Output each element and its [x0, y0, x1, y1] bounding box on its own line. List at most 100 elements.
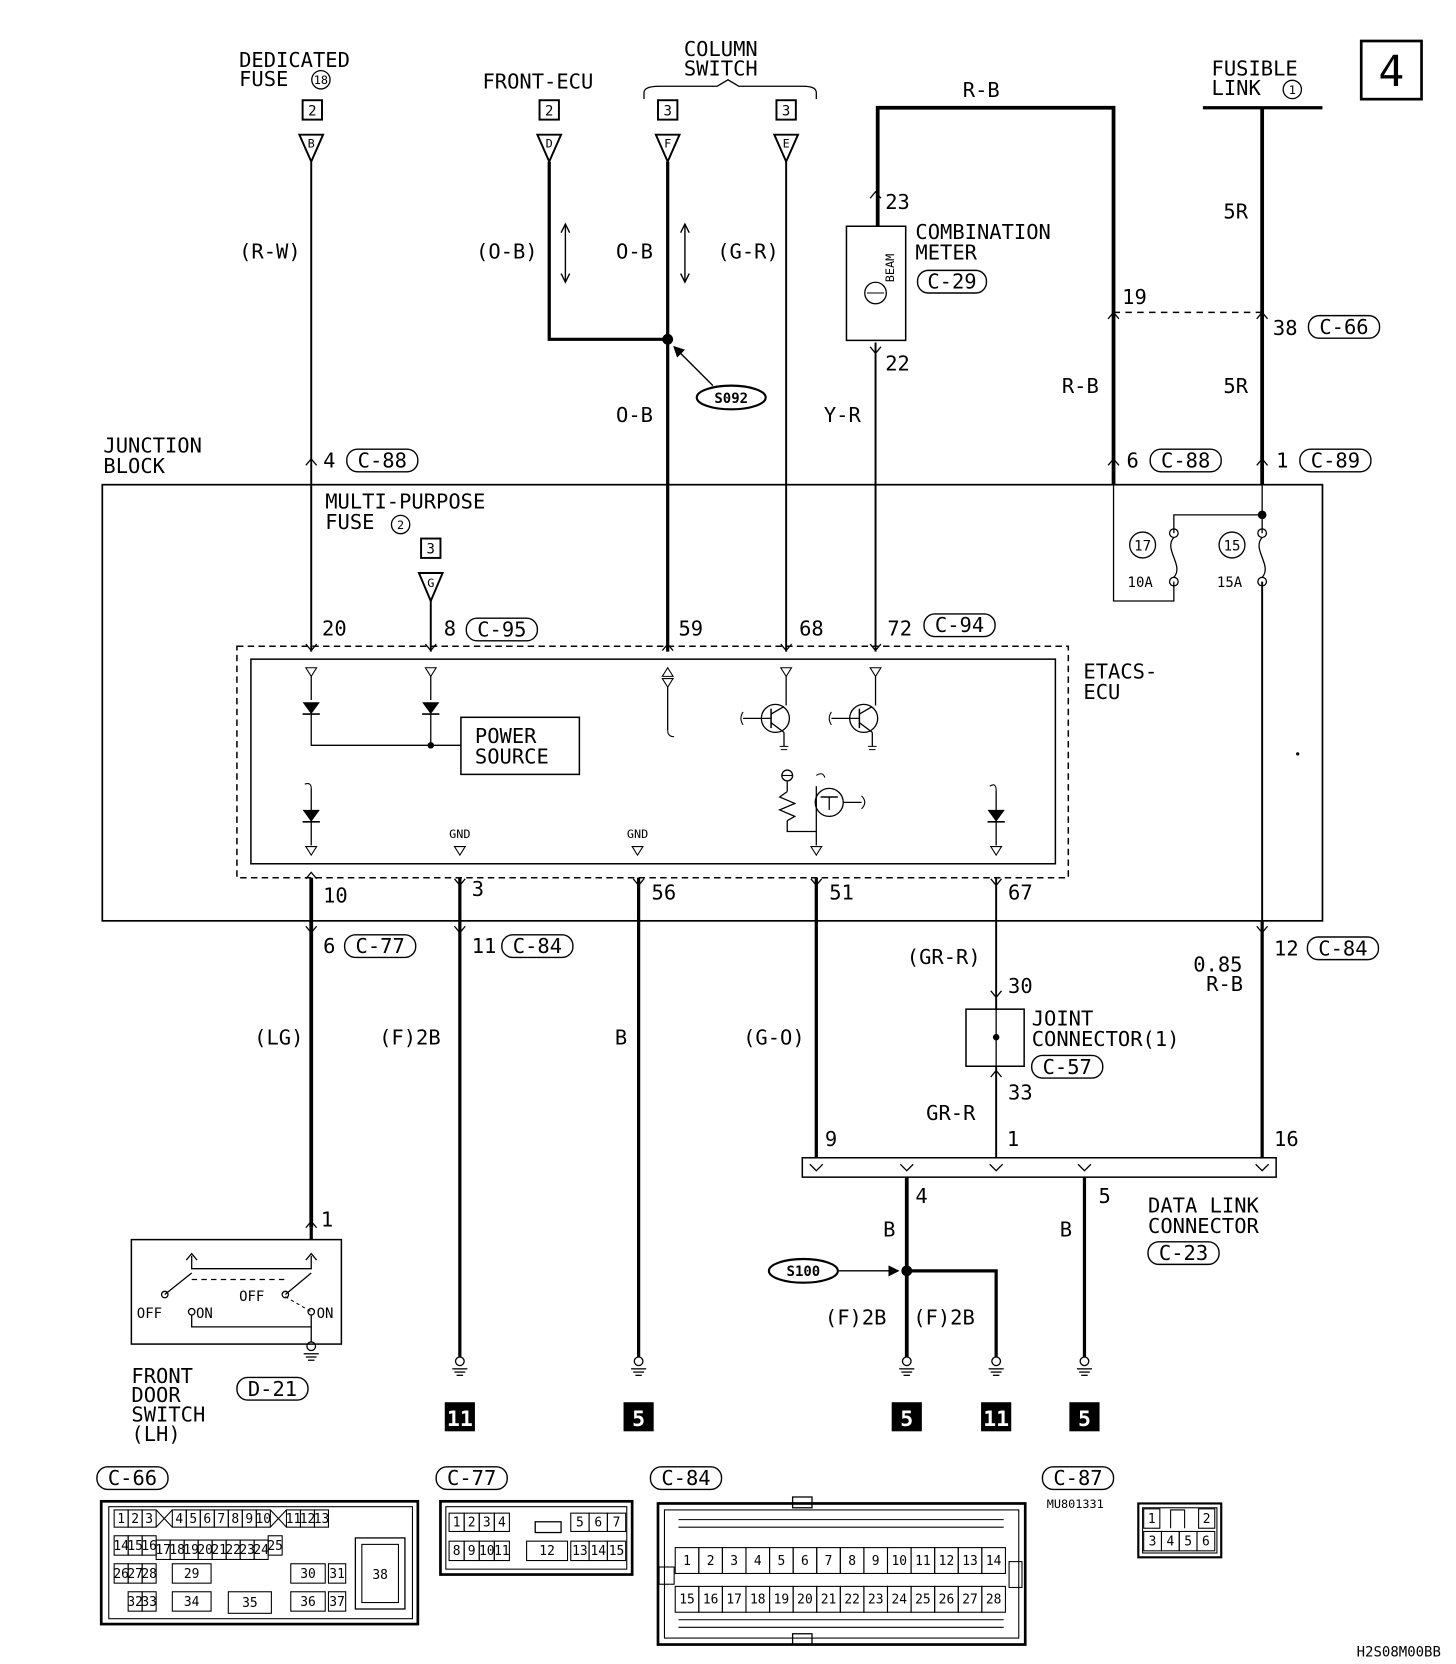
- connector-pin-number: 2: [1203, 1512, 1211, 1527]
- wire-f2b-c: (F)2B: [913, 1306, 975, 1330]
- wire-lg: (LG): [254, 1026, 303, 1050]
- junction-block: JUNCTION BLOCK MULTI-PURPOSE FUSE 2 3 G …: [101, 433, 1324, 922]
- ground-842: 5: [891, 1356, 922, 1432]
- blank-cell-cross: [155, 1509, 173, 1528]
- pin-38: 38: [1273, 316, 1298, 340]
- direction-arrows: [560, 222, 690, 284]
- splice-s100-label: S100: [787, 1264, 821, 1280]
- connector-pin-number: 17: [726, 1593, 742, 1608]
- connector-pin-number: 3: [730, 1554, 738, 1569]
- connector-cell: [327, 1591, 347, 1612]
- pin-3: 3: [472, 877, 484, 901]
- connector-pin-number: 8: [231, 1512, 239, 1527]
- ground-symbols: 11 5 5 11: [444, 1356, 1100, 1432]
- face-c87-label: C-87: [1053, 1466, 1102, 1490]
- pin-10: 10: [323, 884, 348, 908]
- splice-s092-label: S092: [714, 391, 748, 407]
- connector-pin-number: 12: [539, 1544, 555, 1559]
- connector-pin-number: 13: [314, 1512, 330, 1527]
- door-switch-label-4: (LH): [131, 1422, 180, 1446]
- pin-59: 59: [678, 616, 703, 640]
- mp-fuse-label-2: FUSE: [325, 510, 374, 534]
- face-c84-label: C-84: [661, 1466, 710, 1490]
- fuse-17: 17 10A: [1128, 528, 1179, 591]
- fusible-link-label-2: LINK: [1212, 76, 1262, 100]
- c87-key-notch: [1170, 1509, 1186, 1529]
- meter-connector: C-29: [927, 270, 976, 294]
- wire-085: 0.85: [1193, 952, 1242, 976]
- wire-f2b-b: (F)2B: [825, 1306, 887, 1330]
- connector-pin-number: 2: [131, 1512, 139, 1527]
- pin-20: 20: [322, 616, 347, 640]
- connector-pin-number: 9: [245, 1512, 253, 1527]
- connector-cell: [313, 1509, 329, 1528]
- connector-pin-number: 4: [175, 1512, 183, 1527]
- pin-9: 9: [825, 1127, 837, 1151]
- conn-d21: D-21: [248, 1377, 297, 1401]
- page-number: 4: [1378, 47, 1404, 97]
- dedicated-fuse-number: 18: [314, 73, 328, 87]
- terminal-carets: [305, 190, 1269, 1229]
- pin-16: 16: [1274, 1127, 1299, 1151]
- connector-pin-number: 10: [256, 1512, 272, 1527]
- fusible-link-source: FUSIBLE LINK 1: [1202, 56, 1323, 110]
- connector-pin-number: 27: [962, 1593, 978, 1608]
- switch-off-a: OFF: [137, 1306, 162, 1322]
- column-switch-terminal-f: F: [664, 137, 671, 151]
- meter-beam-label: BEAM: [883, 254, 897, 283]
- wires: [309, 105, 1265, 1357]
- fuse-17-rating: 10A: [1128, 575, 1154, 591]
- connector-pin-number: 25: [267, 1539, 283, 1554]
- connector-cell: [493, 1512, 510, 1532]
- connector-pin-number: 7: [825, 1554, 833, 1569]
- connector-cell: [255, 1509, 271, 1528]
- conn-c84-a: C-84: [513, 934, 562, 958]
- wire-grr: GR-R: [926, 1101, 976, 1125]
- page-number-box: 4: [1359, 39, 1423, 101]
- etacs-label-2: ECU: [1083, 680, 1120, 704]
- connector-cell: [1198, 1508, 1216, 1529]
- conn-c77: C-77: [356, 934, 405, 958]
- connector-pin-number: 4: [498, 1516, 506, 1531]
- connector-cell: [606, 1512, 627, 1532]
- connector-pin-number: 27: [127, 1567, 143, 1582]
- connector-pin-number: 20: [197, 1543, 213, 1558]
- connector-pin-number: 20: [797, 1593, 813, 1608]
- connector-cell: [227, 1591, 272, 1614]
- fusible-link-number: 1: [1289, 83, 1296, 97]
- wire-yr: Y-R: [824, 403, 862, 427]
- column-switch-source: COLUMN SWITCH 3 F 3 E: [643, 37, 817, 165]
- front-ecu-source: FRONT-ECU 2 D: [482, 69, 593, 165]
- conn-c95: C-95: [477, 618, 526, 642]
- connector-pin-number: 21: [821, 1593, 837, 1608]
- connector-pin-number: 31: [329, 1567, 345, 1582]
- connector-cell: [267, 1535, 283, 1556]
- conn-c88-a: C-88: [358, 448, 407, 472]
- connector-cell: [171, 1563, 212, 1584]
- connector-pin-number: 6: [1202, 1534, 1210, 1549]
- connector-cell: [1143, 1508, 1161, 1529]
- pin-4: 4: [323, 448, 335, 472]
- connector-pin-number: 35: [242, 1596, 258, 1611]
- connector-pin-number: 18: [750, 1593, 766, 1608]
- pin-1: 1: [1276, 448, 1288, 472]
- gnd-label-b: GND: [627, 827, 648, 841]
- wire-b-a: B: [615, 1026, 627, 1050]
- dedicated-fuse-page-ref: 2: [308, 103, 316, 119]
- face-c77-label: C-77: [447, 1466, 496, 1490]
- pin-51: 51: [829, 880, 854, 904]
- dedicated-fuse-label-2: FUSE: [239, 67, 288, 91]
- pin-12: 12: [1274, 936, 1299, 960]
- connector-pin-number: 14: [590, 1544, 606, 1559]
- connector-cell: [290, 1591, 326, 1612]
- connector-pin-number: 14: [113, 1539, 129, 1554]
- part-number: MU801331: [1047, 1497, 1104, 1511]
- connector-pin-number: 1: [683, 1554, 691, 1569]
- connector-pin-number: 16: [141, 1539, 157, 1554]
- ground-ref-11b: 11: [983, 1407, 1009, 1432]
- wire-f2b-a: (F)2B: [379, 1026, 441, 1050]
- connector-pin-number: 15: [127, 1539, 143, 1554]
- connector-pin-number: 34: [184, 1595, 200, 1610]
- dedicated-fuse-label-1: DEDICATED: [239, 48, 350, 72]
